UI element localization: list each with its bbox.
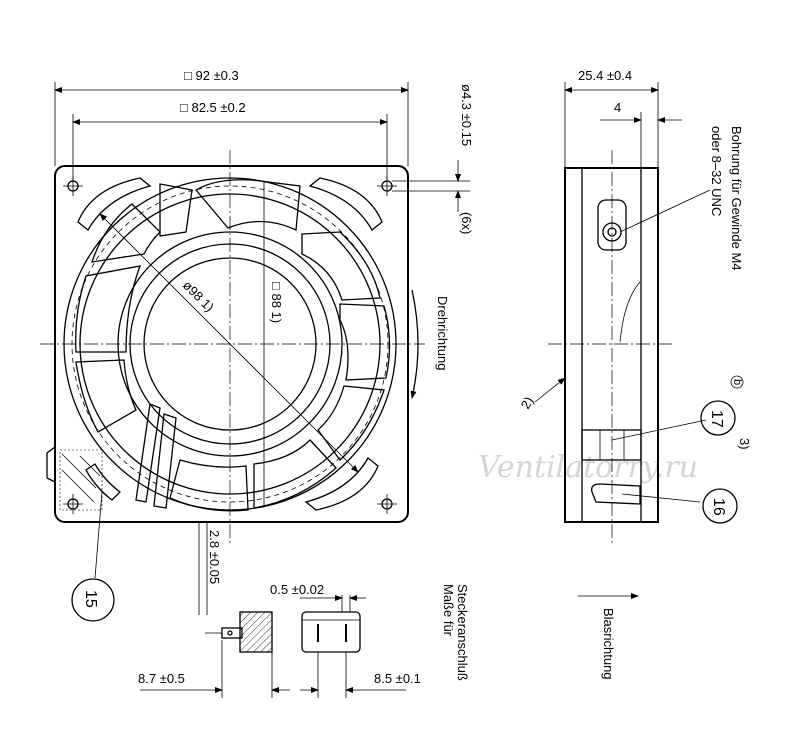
side-outline: [564, 167, 659, 523]
connector-area: [59, 449, 103, 511]
venturi-inner: [79, 193, 381, 495]
hole-count: (6x): [459, 212, 474, 234]
dia-label: ø98 1): [180, 278, 217, 315]
note-b: b: [731, 379, 743, 385]
square-label: □ 88 1): [269, 282, 284, 323]
bore-label-2: oder 8–32 UNC: [709, 126, 724, 216]
dim-depth: 25.4 ±0.4: [578, 68, 632, 83]
callout-17-label: 17: [708, 410, 725, 428]
side-block-16: [591, 483, 641, 505]
note-2: 2): [518, 394, 537, 412]
airflow-label: Blasrichtung: [601, 608, 616, 680]
callout-15-label: 15: [82, 590, 99, 608]
side-view: 25.4 ±0.4 4 Bohrung für Gewinde M4 oder …: [518, 68, 752, 680]
rotation-label: Drehrichtung: [435, 296, 450, 370]
connector-tab: [46, 446, 56, 483]
dia-line: [99, 213, 359, 473]
side-bore: [597, 199, 627, 251]
slot-tl: [77, 177, 152, 231]
bore-label-1: Bohrung für Gewinde M4: [729, 126, 744, 271]
dim-plug-right: 8.5 ±0.1: [374, 671, 421, 686]
connector-detail: 0.5 ±0.02 8.7 ±0.5 8.5 ±0.1 Maße für Ste…: [138, 582, 470, 698]
slot-tr: [308, 177, 383, 231]
frame-outline: [54, 165, 409, 523]
slot-bl: [85, 463, 121, 501]
dim-pin-thick: 0.5 ±0.02: [270, 582, 324, 597]
dim-82-5: □ 82.5 ±0.2: [180, 100, 246, 115]
pin-dims: 2.8 ±0.05: [198, 522, 222, 615]
note-3: 3): [737, 438, 752, 450]
watermark: Ventilatorry.ru: [478, 450, 698, 485]
dim-plug-left: 8.7 ±0.5: [138, 671, 185, 686]
connector-label-1: Maße für: [441, 584, 456, 637]
dim-92: □ 92 ±0.3: [184, 68, 239, 83]
venturi-ring-dashed: [71, 185, 389, 503]
dim-hole: ø4.3 ±0.15: [459, 84, 474, 146]
dim-depth-small: 4: [614, 100, 621, 115]
dim-pin: 2.8 ±0.05: [207, 530, 222, 584]
front-view: ø98 1) □ 88 1) Drehrichtung: [40, 150, 450, 545]
callout-16-label: 16: [710, 498, 727, 516]
rotation-arrow: [410, 289, 419, 399]
venturi-ring: [63, 177, 397, 511]
connector-label-2: Steckeranschluß: [455, 584, 470, 681]
front-top-dims: □ 92 ±0.3 □ 82.5 ±0.2 ø4.3 ±0.15 (6x): [54, 68, 474, 234]
callout-15: 15: [71, 491, 115, 622]
side-block-17: [581, 429, 642, 461]
